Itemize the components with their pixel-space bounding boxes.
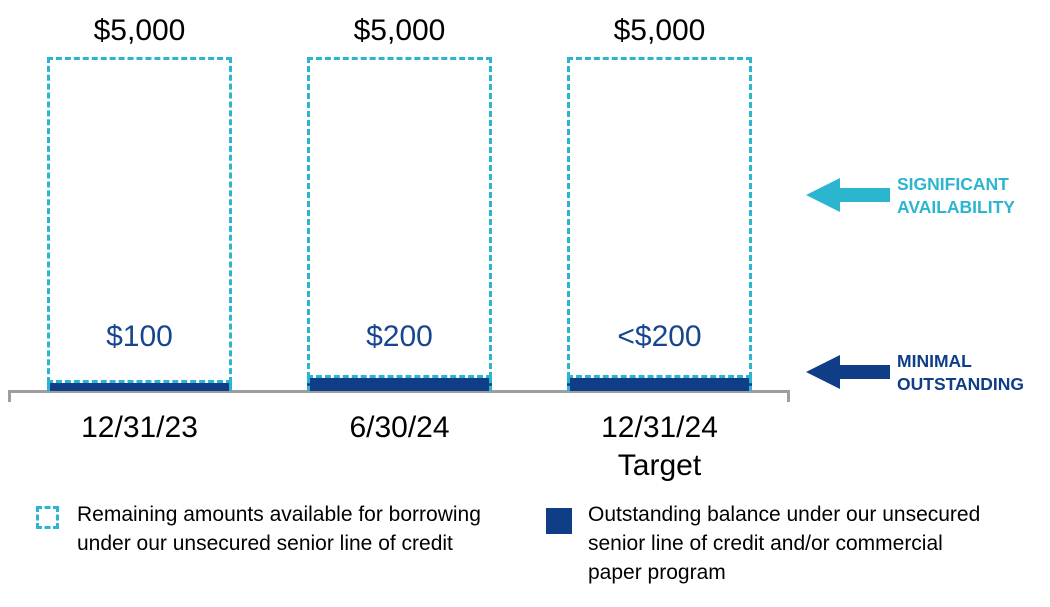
- significant-availability-label: SIGNIFICANT AVAILABILITY: [897, 174, 1015, 217]
- x-axis-tick-right: [787, 390, 790, 402]
- capacity-label-1: $5,000: [93, 14, 186, 47]
- left-arrow-icon: [806, 178, 890, 212]
- category-label-3: 12/31/24 Target: [567, 409, 752, 485]
- dashed-edge-left: [567, 378, 570, 391]
- available-capacity-box: [567, 57, 752, 378]
- category-line: 6/30/24: [349, 411, 450, 444]
- outstanding-balance-bar: [567, 378, 752, 391]
- left-arrow-icon: [806, 355, 890, 389]
- outstanding-balance-bar: [47, 383, 232, 391]
- x-axis-line: [8, 390, 790, 393]
- outstanding-value-label-2: $200: [366, 320, 433, 353]
- outstanding-value-label-1: $100: [106, 320, 173, 353]
- solid-box-swatch-icon: [546, 508, 572, 534]
- bar-group-6-30-24: [307, 57, 492, 391]
- bar-group-12-31-24-target: [567, 57, 752, 391]
- legend-label: Remaining amounts available for borrowin…: [77, 503, 481, 555]
- dashed-edge-right: [489, 378, 492, 391]
- category-line: 12/31/24: [601, 411, 718, 444]
- dashed-box-swatch-icon: [36, 506, 59, 529]
- bar-group-12-31-23: [47, 57, 232, 391]
- category-line: 12/31/23: [81, 411, 198, 444]
- legend-item-outstanding: Outstanding balance under our unsecured …: [546, 500, 983, 587]
- legend-item-available: Remaining amounts available for borrowin…: [36, 500, 527, 558]
- outstanding-balance-bar: [307, 378, 492, 391]
- legend-label: Outstanding balance under our unsecured …: [588, 503, 981, 584]
- dashed-edge-left: [307, 378, 310, 391]
- category-label-1: 12/31/23: [47, 409, 232, 447]
- category-label-2: 6/30/24: [307, 409, 492, 447]
- capacity-label-3: $5,000: [613, 14, 706, 47]
- minimal-outstanding-label: MINIMAL OUTSTANDING: [897, 351, 1025, 394]
- available-capacity-box: [47, 57, 232, 383]
- dashed-edge-right: [229, 383, 232, 391]
- category-line: Target: [617, 449, 702, 482]
- dashed-edge-right: [749, 378, 752, 391]
- capacity-label-2: $5,000: [353, 14, 446, 47]
- outstanding-value-label-3: <$200: [617, 320, 702, 353]
- dashed-edge-left: [47, 383, 50, 391]
- available-capacity-box: [307, 57, 492, 378]
- x-axis-tick-left: [8, 390, 11, 402]
